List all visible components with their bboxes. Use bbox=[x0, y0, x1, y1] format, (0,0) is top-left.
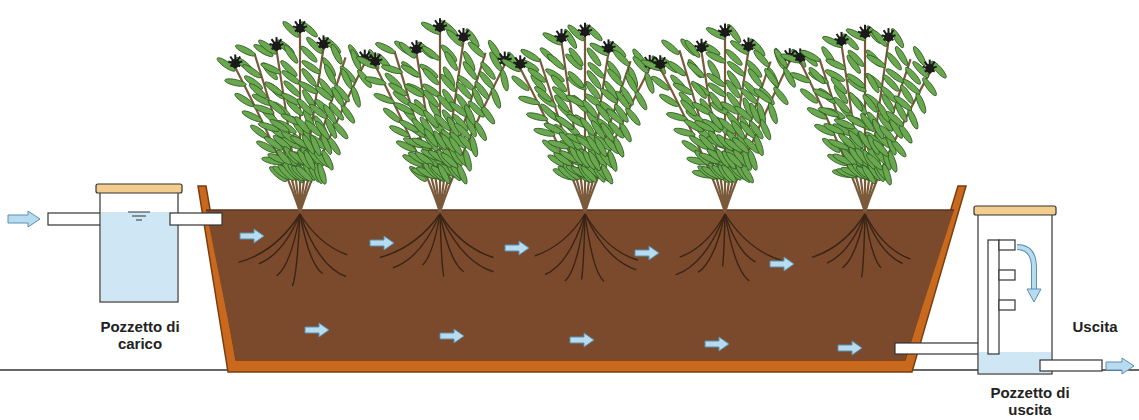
bed-liner bbox=[198, 186, 966, 372]
flow-arrows bbox=[240, 229, 862, 355]
part-label: Pozzetto di uscita bbox=[975, 384, 1085, 418]
bed-soil bbox=[206, 210, 954, 360]
inlet-chamber bbox=[96, 184, 182, 302]
outlet-chamber bbox=[974, 206, 1056, 374]
part-label: Pozzetto di carico bbox=[85, 318, 195, 352]
part-label: Uscita bbox=[1060, 318, 1130, 335]
plants bbox=[216, 18, 949, 212]
plant-roots bbox=[238, 214, 910, 286]
